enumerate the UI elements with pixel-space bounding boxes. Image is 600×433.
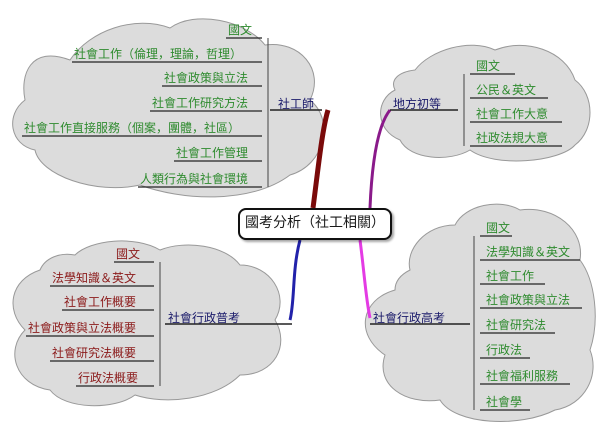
sw-item-2[interactable]: 社會工作（倫理，理論，哲理） (74, 47, 243, 61)
branch-local-junior[interactable]: 地方初等 (393, 97, 442, 111)
branch-general-admin[interactable]: 社會行政普考 (168, 311, 241, 325)
branch-senior-admin[interactable]: 社會行政高考 (373, 311, 446, 325)
sw-item-4[interactable]: 社會工作研究方法 (152, 96, 249, 110)
sa-item-8[interactable]: 社會學 (486, 395, 523, 409)
cloud-general-admin (12, 240, 282, 407)
sa-item-2[interactable]: 法學知識＆英文 (486, 245, 571, 259)
sa-item-4[interactable]: 社會政策與立法 (486, 293, 571, 307)
underlines-general-admin (26, 261, 154, 387)
lj-item-3[interactable]: 社會工作大意 (476, 107, 549, 121)
underlines-social-worker (22, 37, 262, 188)
sw-item-6[interactable]: 社會工作管理 (176, 146, 249, 160)
link-senior-admin (358, 239, 372, 319)
ga-item-4[interactable]: 社會政策與立法概要 (28, 321, 137, 335)
cloud-senior-admin (364, 203, 596, 422)
root-node[interactable]: 國考分析（社工相關） (238, 208, 392, 240)
link-social-worker (310, 109, 331, 209)
sa-item-1[interactable]: 國文 (486, 221, 511, 235)
ga-item-3[interactable]: 社會工作概要 (64, 295, 137, 309)
ga-item-1[interactable]: 國文 (116, 247, 141, 261)
branch-social-worker[interactable]: 社工師 (278, 97, 315, 111)
sa-item-5[interactable]: 社會研究法 (486, 318, 547, 332)
sa-item-3[interactable]: 社會工作 (486, 269, 535, 283)
cloud-social-worker (12, 18, 325, 198)
cloud-local-junior (380, 44, 591, 162)
ga-item-6[interactable]: 行政法概要 (78, 371, 139, 385)
underlines-local-junior (470, 73, 562, 147)
underlines-senior-admin (480, 235, 582, 411)
ga-item-5[interactable]: 社會研究法概要 (52, 346, 137, 360)
sw-item-3[interactable]: 社會政策與立法 (164, 71, 249, 85)
ga-item-2[interactable]: 法學知識＆英文 (52, 271, 137, 285)
lj-item-1[interactable]: 國文 (476, 59, 501, 73)
sw-item-1[interactable]: 國文 (228, 23, 253, 37)
sw-item-7[interactable]: 人類行為與社會環境 (140, 172, 249, 186)
sw-item-5[interactable]: 社會工作直接服務（個案，團體，社區） (24, 121, 241, 135)
sa-item-6[interactable]: 行政法 (486, 343, 523, 357)
lj-item-2[interactable]: 公民＆英文 (476, 83, 537, 97)
link-general-admin (288, 239, 302, 321)
sa-item-7[interactable]: 社會福利服務 (486, 369, 559, 383)
lj-item-4[interactable]: 社政法規大意 (476, 131, 549, 145)
link-local-junior (368, 109, 392, 209)
